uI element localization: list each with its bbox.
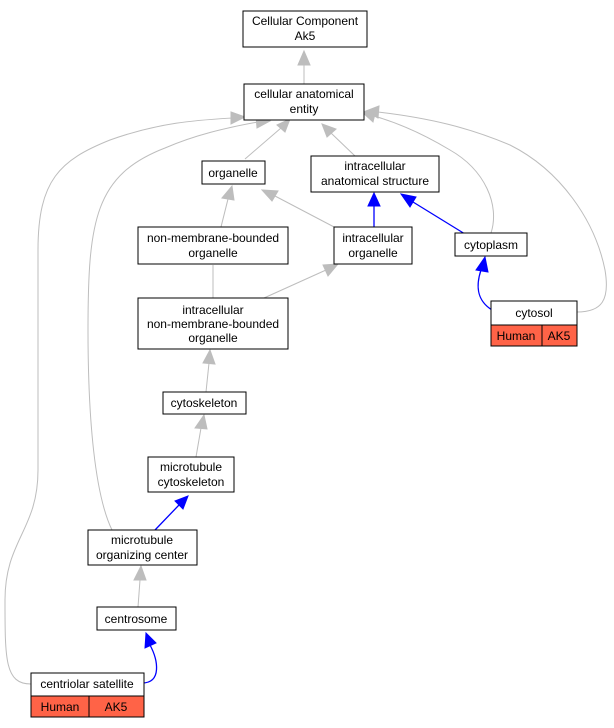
node-microtubule-cytoskeleton[interactable]: microtubule cytoskeleton (147, 456, 235, 493)
arrowhead (322, 263, 340, 277)
edge-inmbo-io (263, 269, 327, 299)
edge-centsat-centrosome (141, 644, 158, 684)
node-cytoplasm[interactable]: cytoplasm (454, 232, 528, 257)
annotation-gene-cell (88, 695, 145, 718)
edge-cytosol-cae (377, 111, 607, 313)
edge-mtoc-cae (87, 121, 259, 531)
node-label: centrosome (105, 612, 168, 626)
arrowhead (144, 631, 157, 649)
node-label: cytoskeleton (171, 396, 238, 410)
annotation-species: Human (497, 329, 536, 343)
arrowhead (364, 105, 380, 119)
arrowhead (174, 495, 189, 510)
node-label: entity (290, 102, 319, 116)
arrowhead (321, 123, 337, 138)
edge-cytoplasm-ias (412, 201, 466, 235)
edge-nmbo-organelle (220, 198, 229, 228)
node-label: non-membrane-bounded (147, 317, 279, 331)
edge-io-organelle (274, 195, 337, 229)
node-label: cytoplasm (464, 238, 518, 252)
node-label: Cellular Component (252, 14, 359, 28)
node-label: intracellular (182, 303, 243, 317)
edges (4, 49, 607, 685)
edge-centrosome-mtoc (137, 579, 141, 608)
edge-mtc-cytoskeleton (195, 427, 202, 458)
node-centriolar-satellite[interactable]: centriolar satellite Human AK5 (30, 672, 145, 718)
arrowhead (221, 184, 235, 201)
edge-organelle-cae (244, 127, 282, 160)
arrowhead (194, 413, 208, 430)
nodes: Cellular Component Ak5 cellular anatomic… (30, 10, 578, 718)
node-microtubule-organizing-center[interactable]: microtubule organizing center (87, 529, 198, 566)
node-intracellular-non-membrane-bounded-organelle[interactable]: intracellular non-membrane-bounded organ… (137, 297, 289, 350)
arrowhead (276, 118, 291, 133)
node-label: organelle (348, 246, 398, 260)
node-root[interactable]: Cellular Component Ak5 (242, 10, 368, 48)
annotation-gene: AK5 (105, 700, 128, 714)
edge-cytoskeleton-inmbo (205, 362, 210, 393)
node-label: cytosol (515, 306, 552, 320)
node-label: intracellular (344, 159, 405, 173)
arrowhead (133, 564, 147, 581)
node-label: organizing center (96, 548, 188, 562)
arrowhead (230, 111, 247, 125)
node-label: organelle (188, 331, 238, 345)
edge-centsat-cae (4, 117, 233, 685)
node-label: microtubule (160, 460, 222, 474)
arrowhead (399, 193, 417, 208)
arrowhead (260, 189, 279, 202)
edge-mtoc-mtc (154, 504, 180, 531)
node-centrosome[interactable]: centrosome (96, 606, 177, 631)
node-label: centriolar satellite (40, 677, 134, 691)
edge-cytoplasm-cae (373, 115, 495, 234)
node-label: microtubule (111, 533, 173, 547)
arrowhead (367, 191, 381, 207)
node-intracellular-anatomical-structure[interactable]: intracellular anatomical structure (310, 155, 440, 193)
node-label: non-membrane-bounded (147, 231, 279, 245)
node-label: anatomical structure (321, 174, 429, 188)
node-label: cytoskeleton (158, 475, 225, 489)
arrowhead (297, 49, 311, 66)
node-label: intracellular (342, 231, 403, 245)
node-cellular-anatomical-entity[interactable]: cellular anatomical entity (243, 83, 365, 121)
node-organelle[interactable]: organelle (201, 160, 266, 185)
node-label: organelle (188, 246, 238, 260)
node-label: Ak5 (295, 29, 316, 43)
annotation-gene-cell (541, 324, 578, 347)
node-intracellular-organelle[interactable]: intracellular organelle (333, 226, 413, 265)
node-non-membrane-bounded-organelle[interactable]: non-membrane-bounded organelle (137, 226, 289, 265)
node-cytosol[interactable]: cytosol Human AK5 (490, 300, 578, 347)
arrowhead (202, 348, 216, 365)
edge-cytosol-cytoplasm (477, 269, 493, 311)
node-label: cellular anatomical (254, 87, 353, 101)
edge-ias-cae (330, 132, 356, 157)
annotation-gene: AK5 (548, 329, 571, 343)
node-cytoskeleton[interactable]: cytoskeleton (162, 391, 247, 415)
node-label: organelle (208, 166, 258, 180)
arrowhead (475, 255, 489, 273)
annotation-species: Human (41, 700, 80, 714)
